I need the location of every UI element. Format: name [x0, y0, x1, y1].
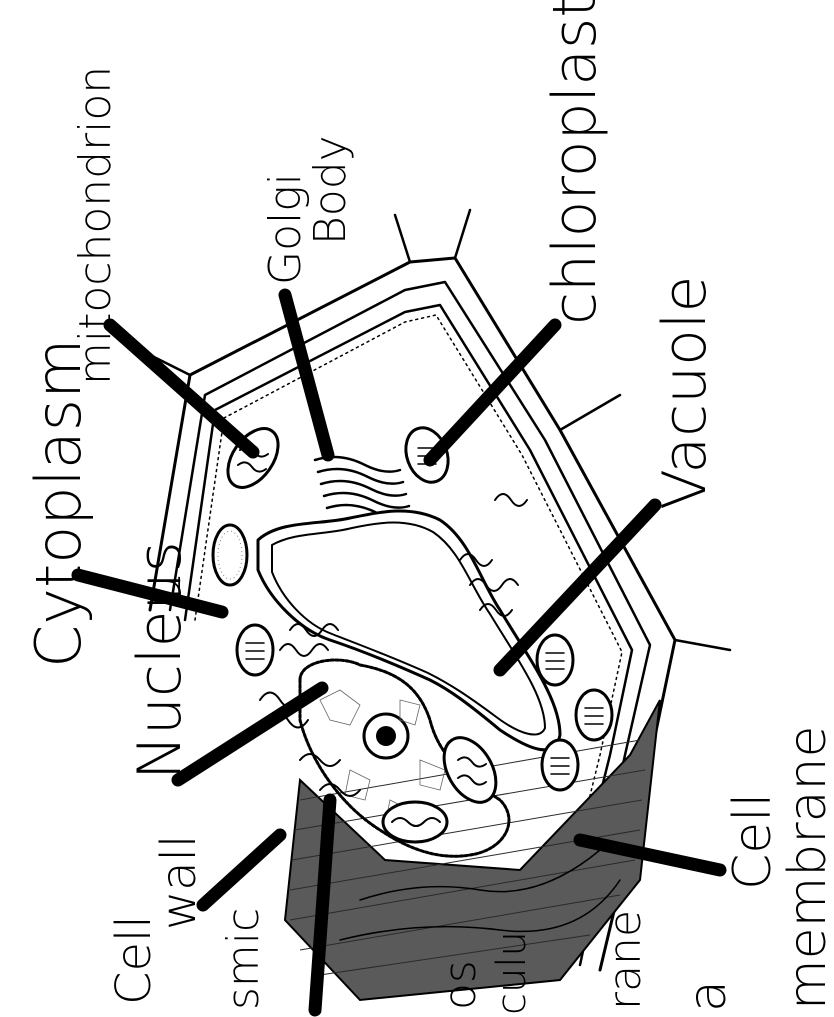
- label-chloroplast: chloroplast: [540, 0, 610, 325]
- svg-text:chloroplast: chloroplast: [540, 0, 610, 325]
- label-partial-membrane: rane: [600, 910, 651, 1010]
- svg-text:wall: wall: [151, 835, 207, 930]
- label-partial-a: a: [678, 980, 738, 1012]
- svg-text:Vacuole: Vacuole: [650, 276, 720, 510]
- vacuole: [258, 511, 560, 750]
- label-partial-endoplasmic: smic: [218, 908, 269, 1010]
- label-cell-wall: Cell wall: [106, 835, 207, 1005]
- label-partial-os: os: [435, 960, 486, 1010]
- label-cytoplasm: Cytoplasm: [22, 339, 95, 669]
- label-cell-membrane: Cell membrane: [723, 725, 834, 1010]
- svg-text:smic: smic: [218, 908, 269, 1010]
- chloroplast-3: [537, 635, 573, 685]
- svg-text:Cell: Cell: [723, 793, 783, 890]
- svg-text:Body: Body: [305, 135, 356, 245]
- svg-text:membrane: membrane: [778, 725, 834, 1010]
- label-mitochondrion: mitochondrion: [70, 66, 121, 385]
- svg-text:a: a: [678, 980, 738, 1012]
- label-vacuole: Vacuole: [650, 276, 720, 510]
- golgi-body: [315, 457, 409, 513]
- svg-text:Golgi: Golgi: [260, 173, 311, 285]
- svg-text:rane: rane: [600, 910, 651, 1010]
- label-partial-reticulum: culu: [489, 931, 535, 1015]
- svg-text:os: os: [435, 960, 486, 1010]
- svg-text:Cytoplasm: Cytoplasm: [22, 339, 95, 669]
- svg-text:mitochondrion: mitochondrion: [70, 66, 121, 385]
- granule: [213, 525, 247, 585]
- chloroplast-2: [237, 625, 273, 675]
- chloroplast-4: [576, 690, 612, 740]
- svg-text:culu: culu: [489, 931, 535, 1015]
- label-nucleus: Nucleus L: [125, 541, 195, 780]
- mitochondrion-3: [383, 802, 447, 842]
- label-golgi-body: Golgi Body: [260, 135, 356, 285]
- svg-text:L: L: [140, 575, 191, 600]
- chloroplast-5: [542, 740, 578, 790]
